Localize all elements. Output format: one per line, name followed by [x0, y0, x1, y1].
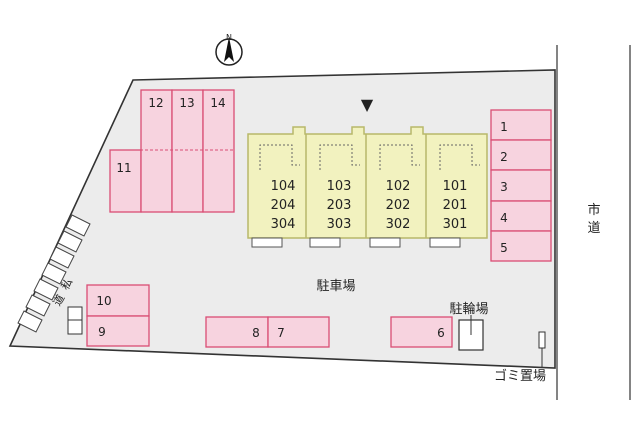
balcony [251, 237, 283, 248]
parking-label-4: 4 [500, 211, 508, 225]
unit-101-middle: 201 [443, 198, 468, 213]
parking-space-14 [202, 89, 235, 213]
parking-space-8 [205, 316, 269, 348]
parking-label-6: 6 [437, 326, 445, 340]
parking-space-7 [267, 316, 330, 348]
compass-letter: N [226, 33, 232, 42]
balcony [309, 237, 341, 248]
parking-space-9 [86, 315, 150, 347]
balcony [369, 237, 401, 248]
parking-label-2: 2 [500, 150, 508, 164]
interior-dotted-lines [259, 144, 480, 170]
unit-101-ground: 101 [443, 179, 468, 194]
bicycle-parking-label: 駐輪場 [449, 301, 488, 317]
parking-space-13 [171, 89, 204, 213]
parking-label-11: 11 [116, 161, 131, 175]
garbage-area-label: ゴミ置場 [494, 368, 546, 384]
unit-102-top: 302 [386, 217, 411, 232]
parking-block-east [490, 109, 552, 262]
unit-102-middle: 202 [386, 198, 411, 213]
parking-space-11 [109, 149, 142, 213]
private-road-stripes [17, 214, 91, 333]
parking-space-6 [390, 316, 453, 348]
unit-103-top: 303 [327, 217, 352, 232]
parking-space-12 [140, 89, 173, 213]
parking-label-9: 9 [98, 325, 106, 339]
parking-space-2 [490, 139, 552, 171]
parking-label-14: 14 [210, 96, 225, 110]
parking-lot-label: 駐車場 [316, 279, 355, 294]
city-road-label-2: 道 [587, 221, 600, 236]
unit-104-top: 304 [271, 217, 296, 232]
city-road-label-1: 市 [587, 202, 600, 218]
parking-space-1 [490, 109, 552, 141]
balcony [429, 237, 461, 248]
parking-label-13: 13 [179, 96, 194, 110]
north-arrow-icon [215, 37, 243, 66]
parking-label-12: 12 [148, 96, 163, 110]
unit-103-middle: 203 [327, 198, 352, 213]
building-outline [247, 126, 488, 239]
parking-label-7: 7 [277, 326, 285, 340]
parking-space-5 [490, 230, 552, 262]
parking-label-8: 8 [252, 326, 260, 340]
unit-104-ground: 104 [271, 179, 296, 194]
parking-block-south [86, 284, 453, 348]
parking-label-10: 10 [96, 294, 111, 308]
unit-102-ground: 102 [386, 179, 411, 194]
parking-block-north [109, 89, 235, 213]
entrance-marker-icon: ▼ [361, 95, 374, 114]
unit-104-middle: 204 [271, 198, 296, 213]
garbage-box [538, 331, 546, 349]
parking-label-3: 3 [500, 180, 508, 194]
unit-103-ground: 103 [327, 179, 352, 194]
parking-label-1: 1 [500, 120, 508, 134]
apartment-building [247, 126, 488, 248]
parking-space-3 [490, 169, 552, 202]
parking-space-4 [490, 200, 552, 232]
parking-label-5: 5 [500, 241, 508, 255]
unit-101-top: 301 [443, 217, 468, 232]
